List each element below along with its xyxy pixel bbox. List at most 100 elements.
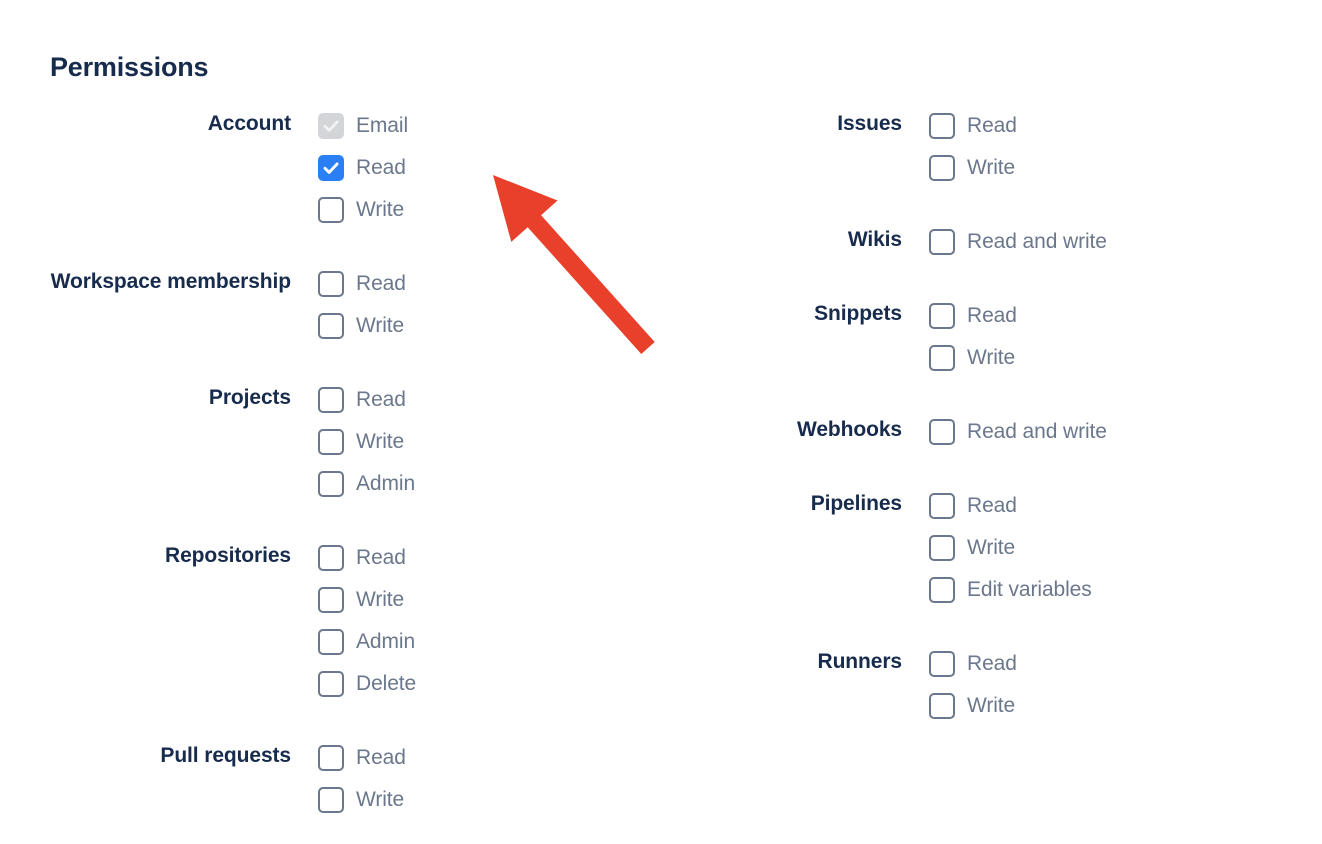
group-label-webhooks: Webhooks (797, 418, 902, 441)
option-row-pipelines-edit-variables[interactable]: Edit variables (929, 569, 1092, 611)
option-row-pull-requests-read[interactable]: Read (318, 737, 406, 779)
checkbox-runners-read[interactable] (929, 651, 955, 677)
checkbox-label-repositories-delete[interactable]: Delete (356, 672, 417, 695)
checkbox-label-runners-read[interactable]: Read (967, 652, 1017, 675)
checkbox-label-pull-requests-write[interactable]: Write (356, 788, 405, 811)
checkbox-account-email (318, 113, 344, 139)
checkbox-label-account-read[interactable]: Read (356, 156, 406, 179)
group-label-runners: Runners (817, 650, 903, 673)
checkbox-label-pipelines-write[interactable]: Write (967, 536, 1016, 559)
group-label-issues: Issues (837, 112, 902, 135)
checkbox-label-snippets-read[interactable]: Read (967, 304, 1017, 327)
group-label-pull-requests: Pull requests (160, 744, 291, 767)
option-row-pipelines-write[interactable]: Write (929, 527, 1092, 569)
checkbox-label-repositories-admin[interactable]: Admin (356, 630, 416, 653)
checkbox-label-workspace-membership-read[interactable]: Read (356, 272, 406, 295)
option-row-account-email[interactable]: Email (318, 105, 408, 147)
checkbox-webhooks-read-and-write[interactable] (929, 419, 955, 445)
option-row-snippets-read[interactable]: Read (929, 295, 1017, 337)
option-row-workspace-membership-write[interactable]: Write (318, 305, 406, 347)
checkbox-workspace-membership-write[interactable] (318, 313, 344, 339)
checkbox-repositories-admin[interactable] (318, 629, 344, 655)
checkbox-repositories-delete[interactable] (318, 671, 344, 697)
checkbox-label-projects-write[interactable]: Write (356, 430, 405, 453)
checkbox-label-issues-write[interactable]: Write (967, 156, 1016, 179)
option-row-repositories-delete[interactable]: Delete (318, 663, 416, 705)
checkbox-wikis-read-and-write[interactable] (929, 229, 955, 255)
option-row-repositories-write[interactable]: Write (318, 579, 416, 621)
option-row-projects-admin[interactable]: Admin (318, 463, 415, 505)
checkbox-label-repositories-read[interactable]: Read (356, 546, 406, 569)
checkbox-pipelines-edit-variables[interactable] (929, 577, 955, 603)
checkbox-account-read[interactable] (318, 155, 344, 181)
option-row-projects-read[interactable]: Read (318, 379, 415, 421)
option-row-issues-write[interactable]: Write (929, 147, 1017, 189)
options-webhooks: Read and write (902, 411, 1107, 453)
option-row-projects-write[interactable]: Write (318, 421, 415, 463)
group-label-account: Account (207, 112, 291, 135)
checkbox-repositories-write[interactable] (318, 587, 344, 613)
checkbox-runners-write[interactable] (929, 693, 955, 719)
checkbox-account-write[interactable] (318, 197, 344, 223)
checkbox-label-issues-read[interactable]: Read (967, 114, 1017, 137)
option-row-account-write[interactable]: Write (318, 189, 408, 231)
page-title: Permissions (50, 52, 209, 82)
checkbox-pipelines-write[interactable] (929, 535, 955, 561)
group-label-snippets: Snippets (814, 302, 902, 325)
checkbox-label-account-write[interactable]: Write (356, 198, 405, 221)
option-row-issues-read[interactable]: Read (929, 105, 1017, 147)
checkbox-issues-read[interactable] (929, 113, 955, 139)
checkbox-snippets-read[interactable] (929, 303, 955, 329)
checkbox-pipelines-read[interactable] (929, 493, 955, 519)
checkbox-workspace-membership-read[interactable] (318, 271, 344, 297)
checkbox-label-snippets-write[interactable]: Write (967, 346, 1016, 369)
option-row-webhooks-read-and-write[interactable]: Read and write (929, 411, 1107, 453)
option-row-pull-requests-write[interactable]: Write (318, 779, 406, 821)
checkbox-label-pull-requests-read[interactable]: Read (356, 746, 406, 769)
group-label-workspace-membership: Workspace membership (50, 270, 291, 293)
option-row-runners-write[interactable]: Write (929, 685, 1017, 727)
checkbox-label-repositories-write[interactable]: Write (356, 588, 405, 611)
checkbox-projects-admin[interactable] (318, 471, 344, 497)
checkbox-label-wikis-read-and-write[interactable]: Read and write (967, 230, 1107, 253)
checkbox-label-webhooks-read-and-write[interactable]: Read and write (967, 420, 1107, 443)
checkbox-label-pipelines-edit-variables[interactable]: Edit variables (967, 578, 1092, 601)
option-row-workspace-membership-read[interactable]: Read (318, 263, 406, 305)
checkbox-label-workspace-membership-write[interactable]: Write (356, 314, 405, 337)
checkbox-projects-write[interactable] (318, 429, 344, 455)
group-label-pipelines: Pipelines (810, 492, 902, 515)
options-wikis: Read and write (902, 221, 1107, 263)
checkbox-snippets-write[interactable] (929, 345, 955, 371)
checkbox-label-projects-read[interactable]: Read (356, 388, 406, 411)
option-row-repositories-admin[interactable]: Admin (318, 621, 416, 663)
checkbox-pull-requests-read[interactable] (318, 745, 344, 771)
checkbox-repositories-read[interactable] (318, 545, 344, 571)
option-row-snippets-write[interactable]: Write (929, 337, 1017, 379)
option-row-runners-read[interactable]: Read (929, 643, 1017, 685)
group-label-repositories: Repositories (165, 544, 291, 567)
option-row-account-read[interactable]: Read (318, 147, 408, 189)
checkbox-label-account-email: Email (356, 114, 409, 137)
option-row-pipelines-read[interactable]: Read (929, 485, 1092, 527)
checkbox-label-pipelines-read[interactable]: Read (967, 494, 1017, 517)
option-row-repositories-read[interactable]: Read (318, 537, 416, 579)
checkbox-issues-write[interactable] (929, 155, 955, 181)
checkbox-label-runners-write[interactable]: Write (967, 694, 1016, 717)
checkbox-projects-read[interactable] (318, 387, 344, 413)
checkbox-pull-requests-write[interactable] (318, 787, 344, 813)
option-row-wikis-read-and-write[interactable]: Read and write (929, 221, 1107, 263)
checkbox-label-projects-admin[interactable]: Admin (356, 472, 416, 495)
